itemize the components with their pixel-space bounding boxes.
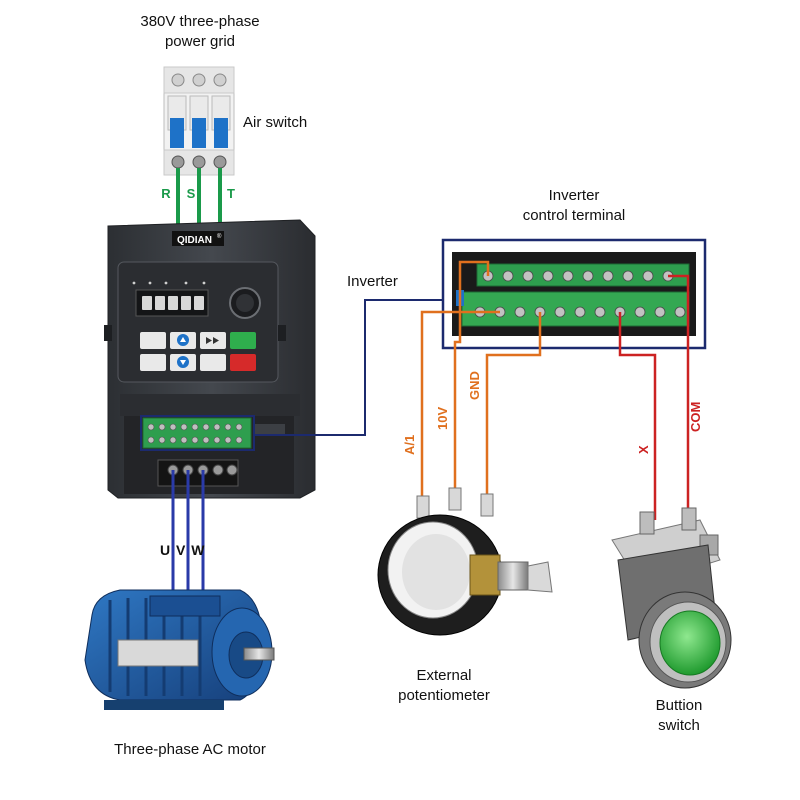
grid-label-line1: 380V three-phase [140, 13, 259, 30]
air-switch-label: Air switch [243, 114, 307, 131]
control-terminal-label-line2: control terminal [523, 207, 626, 224]
brand-plate [172, 231, 224, 246]
potentiometer [377, 487, 553, 636]
wire-label-10v: 10V [435, 407, 450, 430]
button-switch-label-line1: Buttion [656, 697, 703, 714]
wire-label-uvw: U V W [160, 542, 205, 558]
motor-wires [171, 470, 205, 600]
control-terminal-zoom [441, 238, 707, 350]
motor [84, 589, 275, 710]
air-switch [163, 66, 235, 176]
potentiometer-label-line2: potentiometer [398, 687, 490, 704]
signal-wires [420, 260, 690, 520]
inverter-terminal-frame [140, 415, 255, 451]
terminal-connector-line [254, 299, 443, 436]
motor-label: Three-phase AC motor [114, 741, 266, 758]
button-switch-label-line2: switch [658, 717, 700, 734]
input-wires [176, 168, 222, 228]
potentiometer-label-line1: External [416, 667, 471, 684]
wire-label-com: COM [688, 402, 703, 432]
button-switch [611, 507, 732, 689]
stop-icon [230, 354, 256, 371]
grid-label-line2: power grid [165, 33, 235, 50]
inverter-control-strip [142, 417, 252, 449]
brand-name: QIDIAN [177, 235, 212, 246]
inverter-label: Inverter [347, 273, 398, 290]
wire-label-gnd: GND [467, 371, 482, 400]
inverter-unit: QIDIAN ® [104, 219, 316, 499]
wire-label-r: R [161, 186, 171, 201]
brand-registered-mark: ® [217, 233, 222, 240]
run-icon [230, 332, 256, 349]
wire-label-x: X [636, 445, 651, 454]
wire-label-a1: A/1 [402, 435, 417, 455]
control-terminal-label-line1: Inverter [549, 187, 600, 204]
wire-label-t: T [227, 186, 235, 201]
wire-label-s: S [187, 186, 196, 201]
